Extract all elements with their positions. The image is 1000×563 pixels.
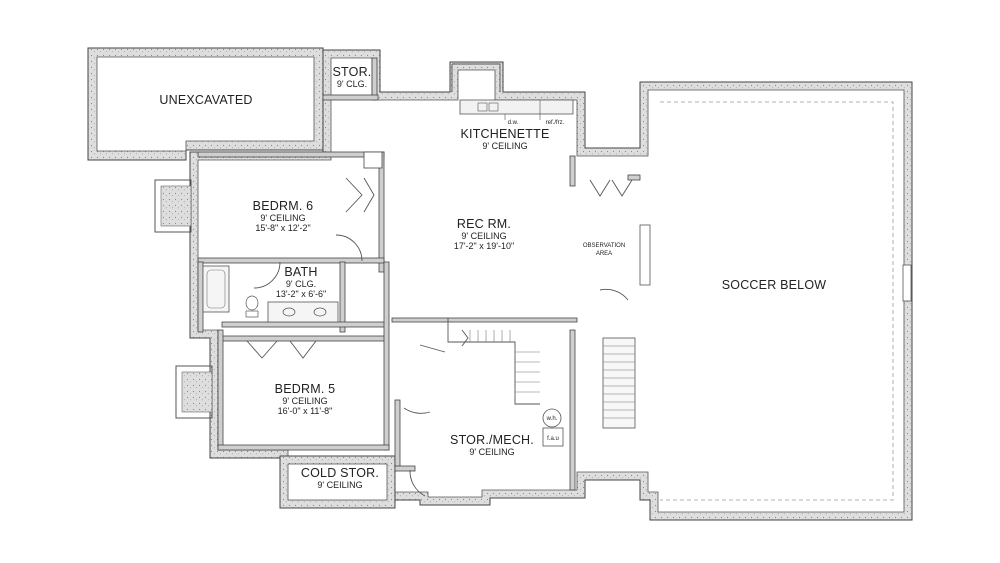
stairs	[447, 318, 636, 429]
water-heater-label: w.h.	[546, 416, 558, 422]
bath-size: 13'-2" x 6'-6"	[276, 289, 326, 299]
kitchenette-ceiling: 9' CEILING	[482, 141, 527, 151]
bedroom5-label: BEDRM. 5	[275, 382, 336, 396]
soccer-label: SOCCER BELOW	[722, 278, 827, 292]
window-wells	[154, 63, 501, 419]
bath-fixtures	[202, 265, 339, 323]
mech-equipment	[542, 408, 564, 447]
rec-room-label: REC RM.	[457, 217, 511, 231]
observation-line1: OBSERVATION	[583, 243, 625, 249]
kitchenette-label: KITCHENETTE	[460, 127, 549, 141]
kitchenette-fridge: ref./frz.	[546, 120, 565, 126]
bedroom5-size: 16'-0" x 11'-8"	[278, 406, 333, 416]
fau-label: f.a.u	[547, 436, 559, 442]
observation-line2: AREA	[596, 251, 612, 257]
bath-label: BATH	[284, 265, 317, 279]
bedroom6-ceiling: 9' CEILING	[260, 213, 305, 223]
rec-room-size: 17'-2" x 19'-10"	[454, 241, 514, 251]
stor-top-label: STOR.	[333, 65, 372, 79]
soccer-field-outline	[639, 101, 912, 501]
bath-ceiling: 9' CLG.	[286, 279, 316, 289]
cold-stor-ceiling: 9' CEILING	[317, 480, 362, 490]
bedroom6-size: 15'-8" x 12'-2"	[255, 223, 310, 233]
bedroom6-label: BEDRM. 6	[253, 199, 314, 213]
unexcavated-area	[87, 47, 324, 161]
kitchen-counter	[459, 99, 574, 120]
stor-mech-ceiling: 9' CEILING	[469, 447, 514, 457]
cold-storage-walls	[279, 455, 396, 509]
stor-mech-label: STOR./MECH.	[450, 433, 534, 447]
stor-top-ceiling: 9' CLG.	[337, 79, 367, 89]
bedroom5-ceiling: 9' CEILING	[282, 396, 327, 406]
cold-stor-label: COLD STOR.	[301, 466, 379, 480]
kitchenette-dw: d.w.	[508, 120, 519, 126]
doors	[246, 177, 633, 497]
rec-room-ceiling: 9' CEILING	[461, 231, 506, 241]
unexcavated-label: UNEXCAVATED	[159, 93, 252, 107]
